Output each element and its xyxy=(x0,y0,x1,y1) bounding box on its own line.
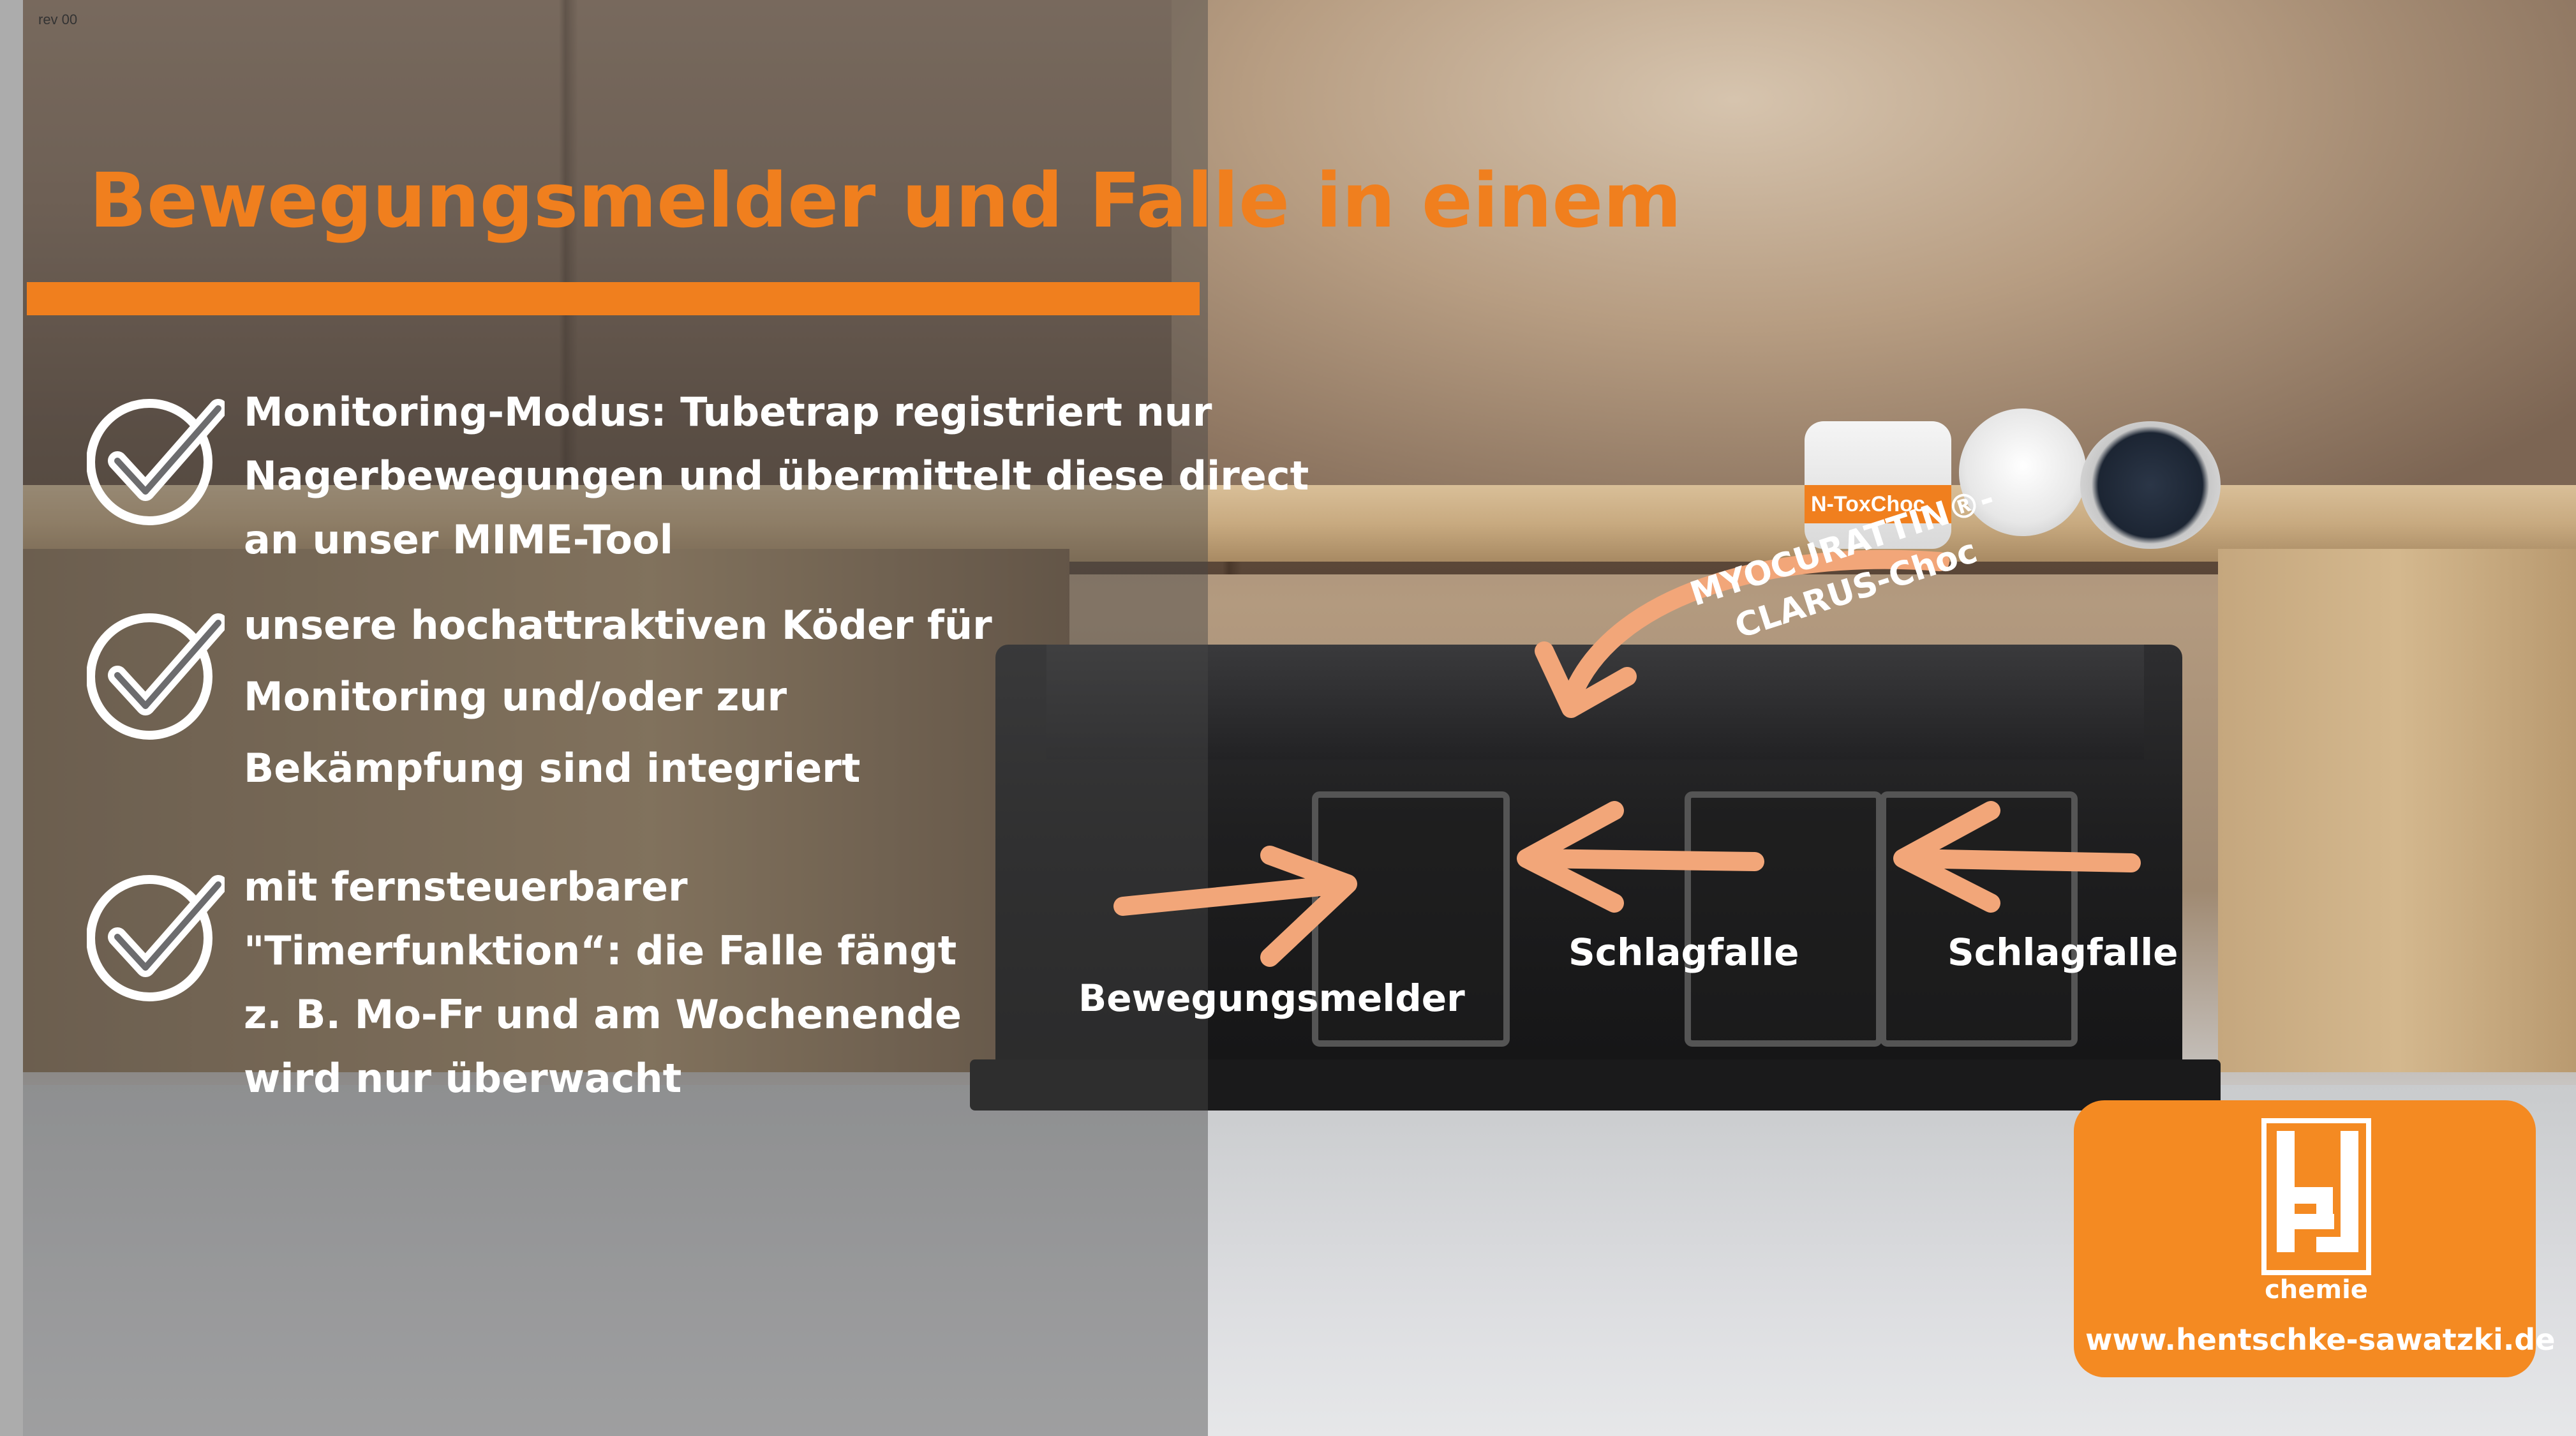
bait-arrowhead-icon xyxy=(1535,641,1637,718)
feature-line: wird nur überwacht xyxy=(244,1055,682,1102)
snap-arrowhead-2-icon xyxy=(1893,801,2000,913)
feature-line: Monitoring und/oder zur xyxy=(244,673,787,720)
text-panel-overlay xyxy=(0,0,1208,1436)
snap-trap-label-1: Schlagfalle xyxy=(1568,931,1799,974)
sensor-arrowhead-icon xyxy=(1260,846,1357,967)
feature-line: Monitoring-Modus: Tubetrap registriert n… xyxy=(244,389,1212,435)
feature-monitoring: Monitoring-Modus: Tubetrap registriert n… xyxy=(244,380,1309,572)
bait-arrow-icon xyxy=(1560,550,1949,712)
trap-window-sensor xyxy=(1312,791,1510,1047)
company-badge xyxy=(2074,1100,2536,1377)
title-underline xyxy=(27,282,1200,315)
feature-line: z. B. Mo-Fr und am Wochenende xyxy=(244,991,962,1038)
logo-chemie-text: chemie xyxy=(2265,1275,2368,1305)
pallet-right-block xyxy=(2218,549,2576,1072)
feature-line: an unser MIME-Tool xyxy=(244,516,673,563)
feature-line: Nagerbewegungen und übermittelt diese di… xyxy=(244,452,1309,499)
check-circle-icon xyxy=(87,399,225,525)
snap-arrow-2-icon xyxy=(1898,849,2141,872)
feature-bait: unsere hochattraktiven Köder für Monitor… xyxy=(244,590,992,804)
feature-timer: mit fernsteuerbarer "Timerfunktion“: die… xyxy=(244,855,962,1111)
cardboard-boxes-lit xyxy=(1172,0,2576,498)
snap-arrow-1-icon xyxy=(1522,849,1764,871)
snap-trap-label-2: Schlagfalle xyxy=(1947,931,2178,974)
page-title: Bewegungsmelder und Falle in einem xyxy=(89,156,1682,244)
revision-label: rev 00 xyxy=(38,11,78,27)
tubetrap-base xyxy=(970,1059,2221,1111)
check-circle-icon xyxy=(87,875,225,1001)
bait-jar-open xyxy=(2080,421,2221,549)
sensor-arrow-icon xyxy=(1113,874,1356,916)
motion-sensor-label: Bewegungsmelder xyxy=(1078,976,1465,1020)
bait-jar-lid xyxy=(1959,408,2087,536)
feature-line: Bekämpfung sind integriert xyxy=(244,745,861,791)
feature-line: "Timerfunktion“: die Falle fängt xyxy=(244,927,957,974)
trap-window-snap-1 xyxy=(1685,791,1882,1047)
snap-arrowhead-1-icon xyxy=(1517,801,1624,913)
feature-line: unsere hochattraktiven Köder für xyxy=(244,602,992,648)
check-circle-icon xyxy=(87,613,225,740)
company-url[interactable]: www.hentschke-sawatzki.de xyxy=(2085,1322,2556,1357)
trap-window-snap-2 xyxy=(1880,791,2078,1047)
bait-jar-label: N-ToxChoc xyxy=(1805,485,1951,523)
bait-jar-label-text: N-ToxChoc xyxy=(1811,492,1925,516)
feature-line: mit fernsteuerbarer xyxy=(244,864,688,910)
hs-chemie-logo-icon: chemie xyxy=(2261,1118,2371,1305)
